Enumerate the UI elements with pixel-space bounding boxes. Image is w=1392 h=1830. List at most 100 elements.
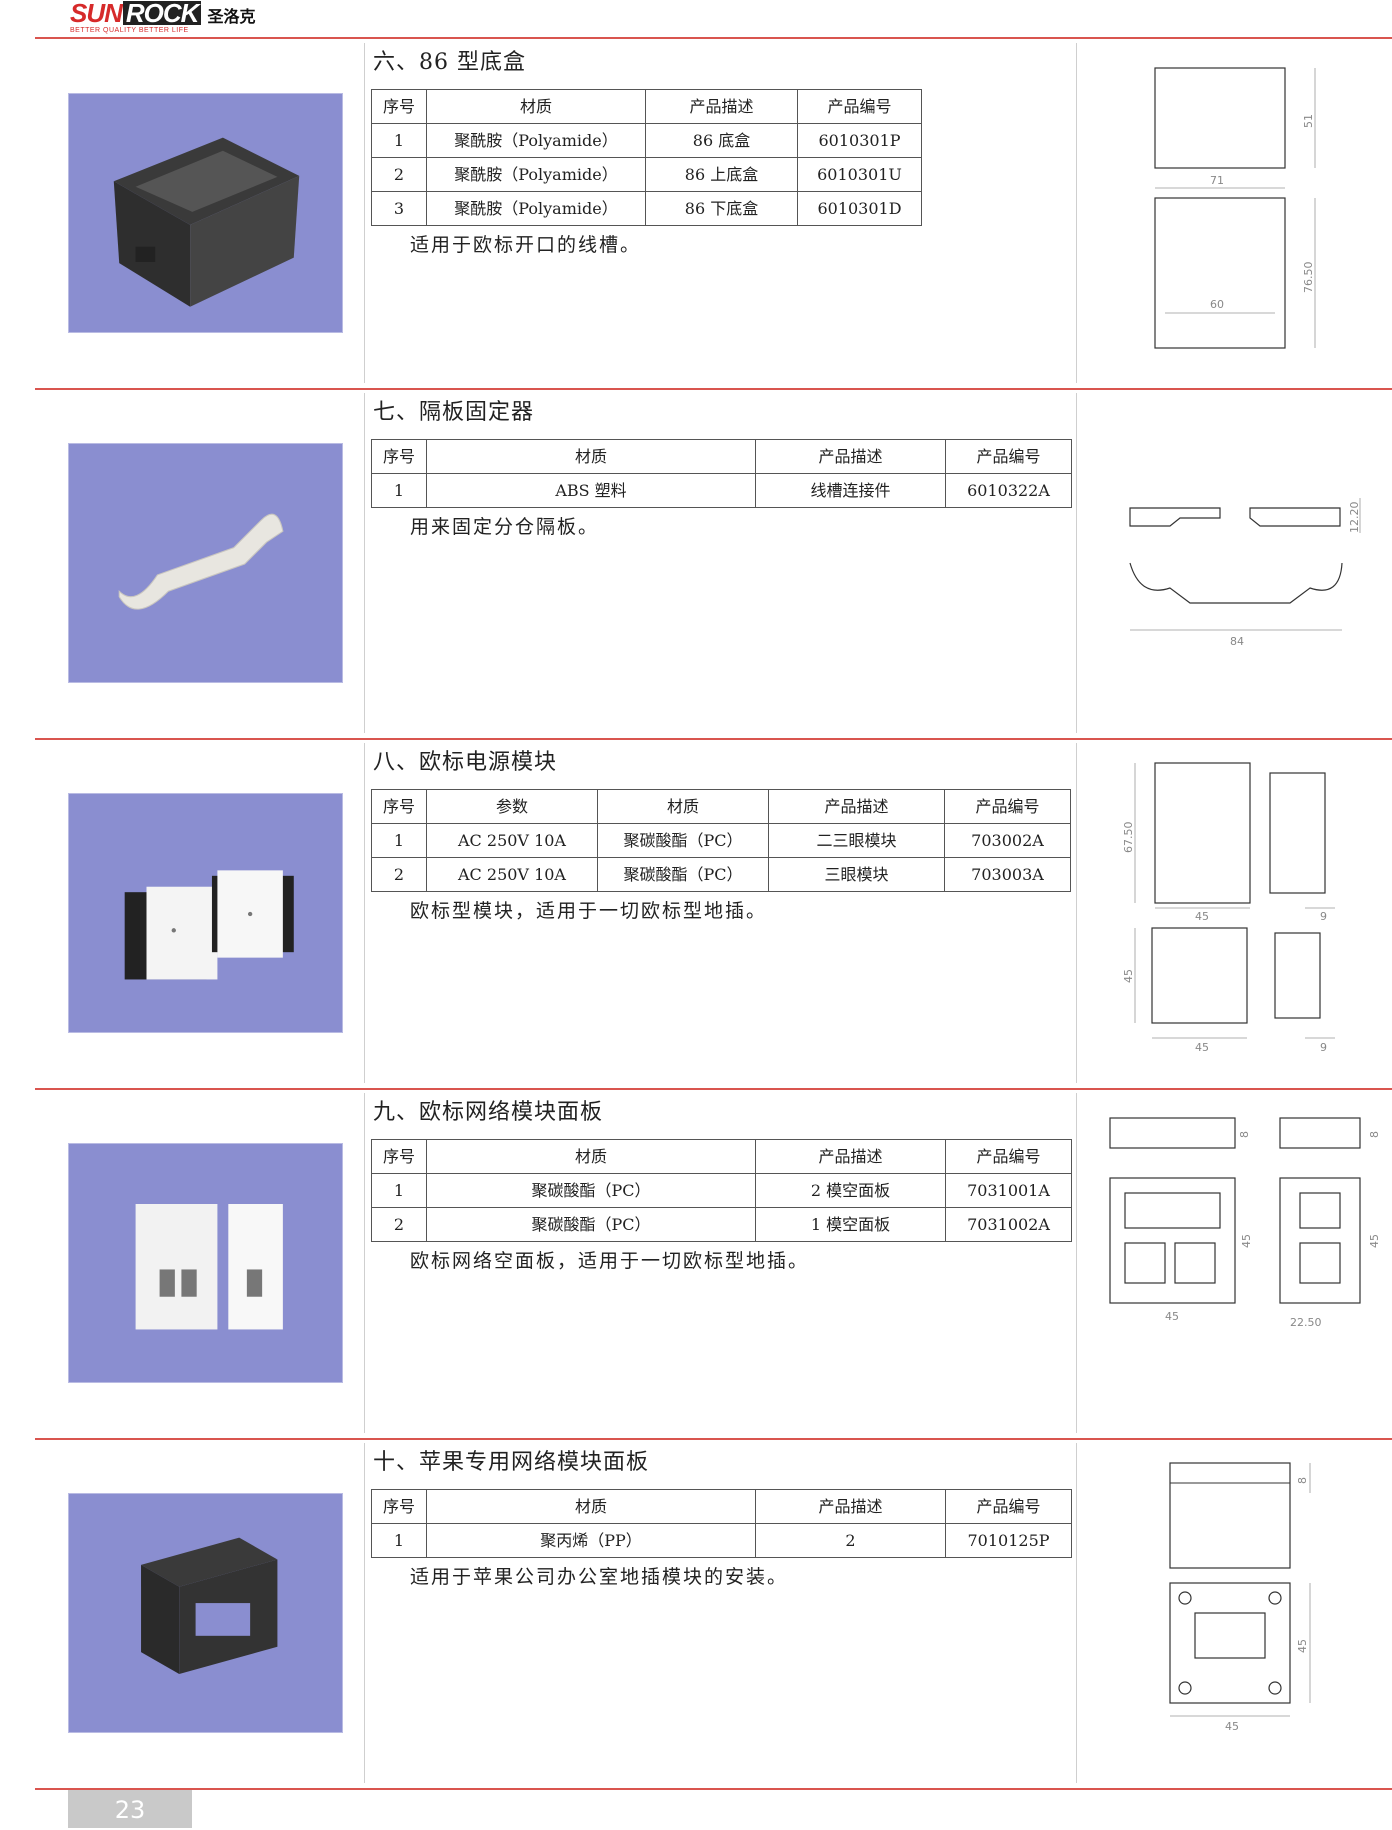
- product-photo-power-modules: [68, 793, 343, 1033]
- table-cell: 1: [371, 123, 427, 158]
- section-description: 欧标网络空面板，适用于一切欧标型地插。: [410, 1250, 810, 1272]
- table-header: 序号材质产品描述产品编号: [371, 1139, 1072, 1174]
- column-header: 序号: [371, 1489, 427, 1524]
- table-cell: 86 底盒: [645, 123, 798, 158]
- table-cell: 二三眼模块: [768, 823, 945, 858]
- table-cell: 聚酰胺（Polyamide）: [426, 191, 646, 226]
- table-cell: 2 模空面板: [755, 1173, 946, 1208]
- product-photo-dark-back-box: [68, 93, 343, 333]
- dimension-label: 9: [1320, 910, 1327, 923]
- table-cell: 聚酰胺（Polyamide）: [426, 123, 646, 158]
- column-header: 产品描述: [755, 439, 946, 474]
- column-divider: [364, 1093, 365, 1433]
- tagline: BETTER QUALITY BETTER LIFE: [70, 27, 189, 34]
- table-cell: 2: [371, 157, 427, 192]
- dimension-label: 45: [1195, 910, 1209, 923]
- product-photo-white-clip: [68, 443, 343, 683]
- brand-rock: ROCK: [122, 0, 202, 26]
- table-cell: 3: [371, 191, 427, 226]
- table-cell: 2: [371, 857, 427, 892]
- table-cell: 6010301D: [797, 191, 922, 226]
- column-header: 序号: [371, 1139, 427, 1174]
- dimension-label: 8: [1296, 1477, 1309, 1484]
- dimension-label: 8: [1368, 1131, 1381, 1138]
- column-header: 参数: [426, 789, 598, 824]
- dimension-label: 67.50: [1122, 822, 1135, 854]
- table-cell: 1: [371, 473, 427, 508]
- table-cell: AC 250V 10A: [426, 857, 598, 892]
- section-title: 十、苹果专用网络模块面板: [373, 1450, 650, 1475]
- section-title: 九、欧标网络模块面板: [373, 1100, 604, 1125]
- table-cell: 7010125P: [945, 1523, 1072, 1558]
- table-cell: 聚碳酸酯（PC）: [426, 1207, 756, 1242]
- product-photo-network-panels: [68, 1143, 343, 1383]
- dimension-label: 45: [1195, 1041, 1209, 1054]
- dimension-label: 45: [1240, 1234, 1253, 1248]
- table-cell: AC 250V 10A: [426, 823, 598, 858]
- dimension-label: 9: [1320, 1041, 1327, 1054]
- table-cell: 6010322A: [945, 473, 1072, 508]
- dimension-label: 76.50: [1302, 262, 1315, 294]
- product-photo-black-panel: [68, 1493, 343, 1733]
- table-cell: 1: [371, 1523, 427, 1558]
- section-divider: [35, 1088, 1392, 1090]
- column-header: 序号: [371, 439, 427, 474]
- table-header: 序号材质产品描述产品编号: [371, 439, 1072, 474]
- table-cell: 聚碳酸酯（PC）: [597, 857, 769, 892]
- dimension-label: 60: [1210, 298, 1224, 311]
- column-divider: [364, 43, 365, 383]
- section-divider: [35, 388, 1392, 390]
- table-cell: 聚碳酸酯（PC）: [597, 823, 769, 858]
- technical-drawing: 67.50 45 9 45 45 9: [1122, 762, 1335, 1054]
- column-divider: [364, 743, 365, 1083]
- dimension-label: 45: [1296, 1639, 1309, 1653]
- table-cell: 1 模空面板: [755, 1207, 946, 1242]
- column-divider: [1076, 43, 1077, 383]
- header-divider: [35, 37, 1392, 39]
- column-header: 产品编号: [945, 1139, 1072, 1174]
- column-divider: [1076, 393, 1077, 733]
- table-cell: 6010301U: [797, 157, 922, 192]
- table-cell: 聚碳酸酯（PC）: [426, 1173, 756, 1208]
- column-header: 产品编号: [945, 439, 1072, 474]
- table-cell: 703003A: [944, 857, 1071, 892]
- section-title: 六、86 型底盒: [373, 50, 526, 75]
- table-cell: 7031002A: [945, 1207, 1072, 1242]
- column-header: 产品编号: [945, 1489, 1072, 1524]
- dimension-label: 22.50: [1290, 1316, 1322, 1329]
- table-cell: 703002A: [944, 823, 1071, 858]
- page-number: 23: [68, 1790, 192, 1828]
- section-title: 七、隔板固定器: [373, 400, 535, 425]
- column-header: 产品编号: [797, 89, 922, 124]
- column-divider: [364, 1443, 365, 1783]
- section-description: 适用于欧标开口的线槽。: [410, 234, 642, 256]
- brand-cn: 圣洛克: [207, 7, 256, 26]
- dimension-label: 12.20: [1348, 502, 1361, 534]
- section-description: 欧标型模块，适用于一切欧标型地插。: [410, 900, 768, 922]
- table-cell: 6010301P: [797, 123, 922, 158]
- dimension-label: 71: [1210, 174, 1224, 187]
- column-header: 产品编号: [944, 789, 1071, 824]
- table-cell: 2: [755, 1523, 946, 1558]
- column-header: 产品描述: [645, 89, 798, 124]
- section-title: 八、欧标电源模块: [373, 750, 558, 775]
- dimension-label: 84: [1230, 635, 1244, 648]
- column-header: 产品描述: [755, 1139, 946, 1174]
- dimension-label: 45: [1122, 969, 1135, 983]
